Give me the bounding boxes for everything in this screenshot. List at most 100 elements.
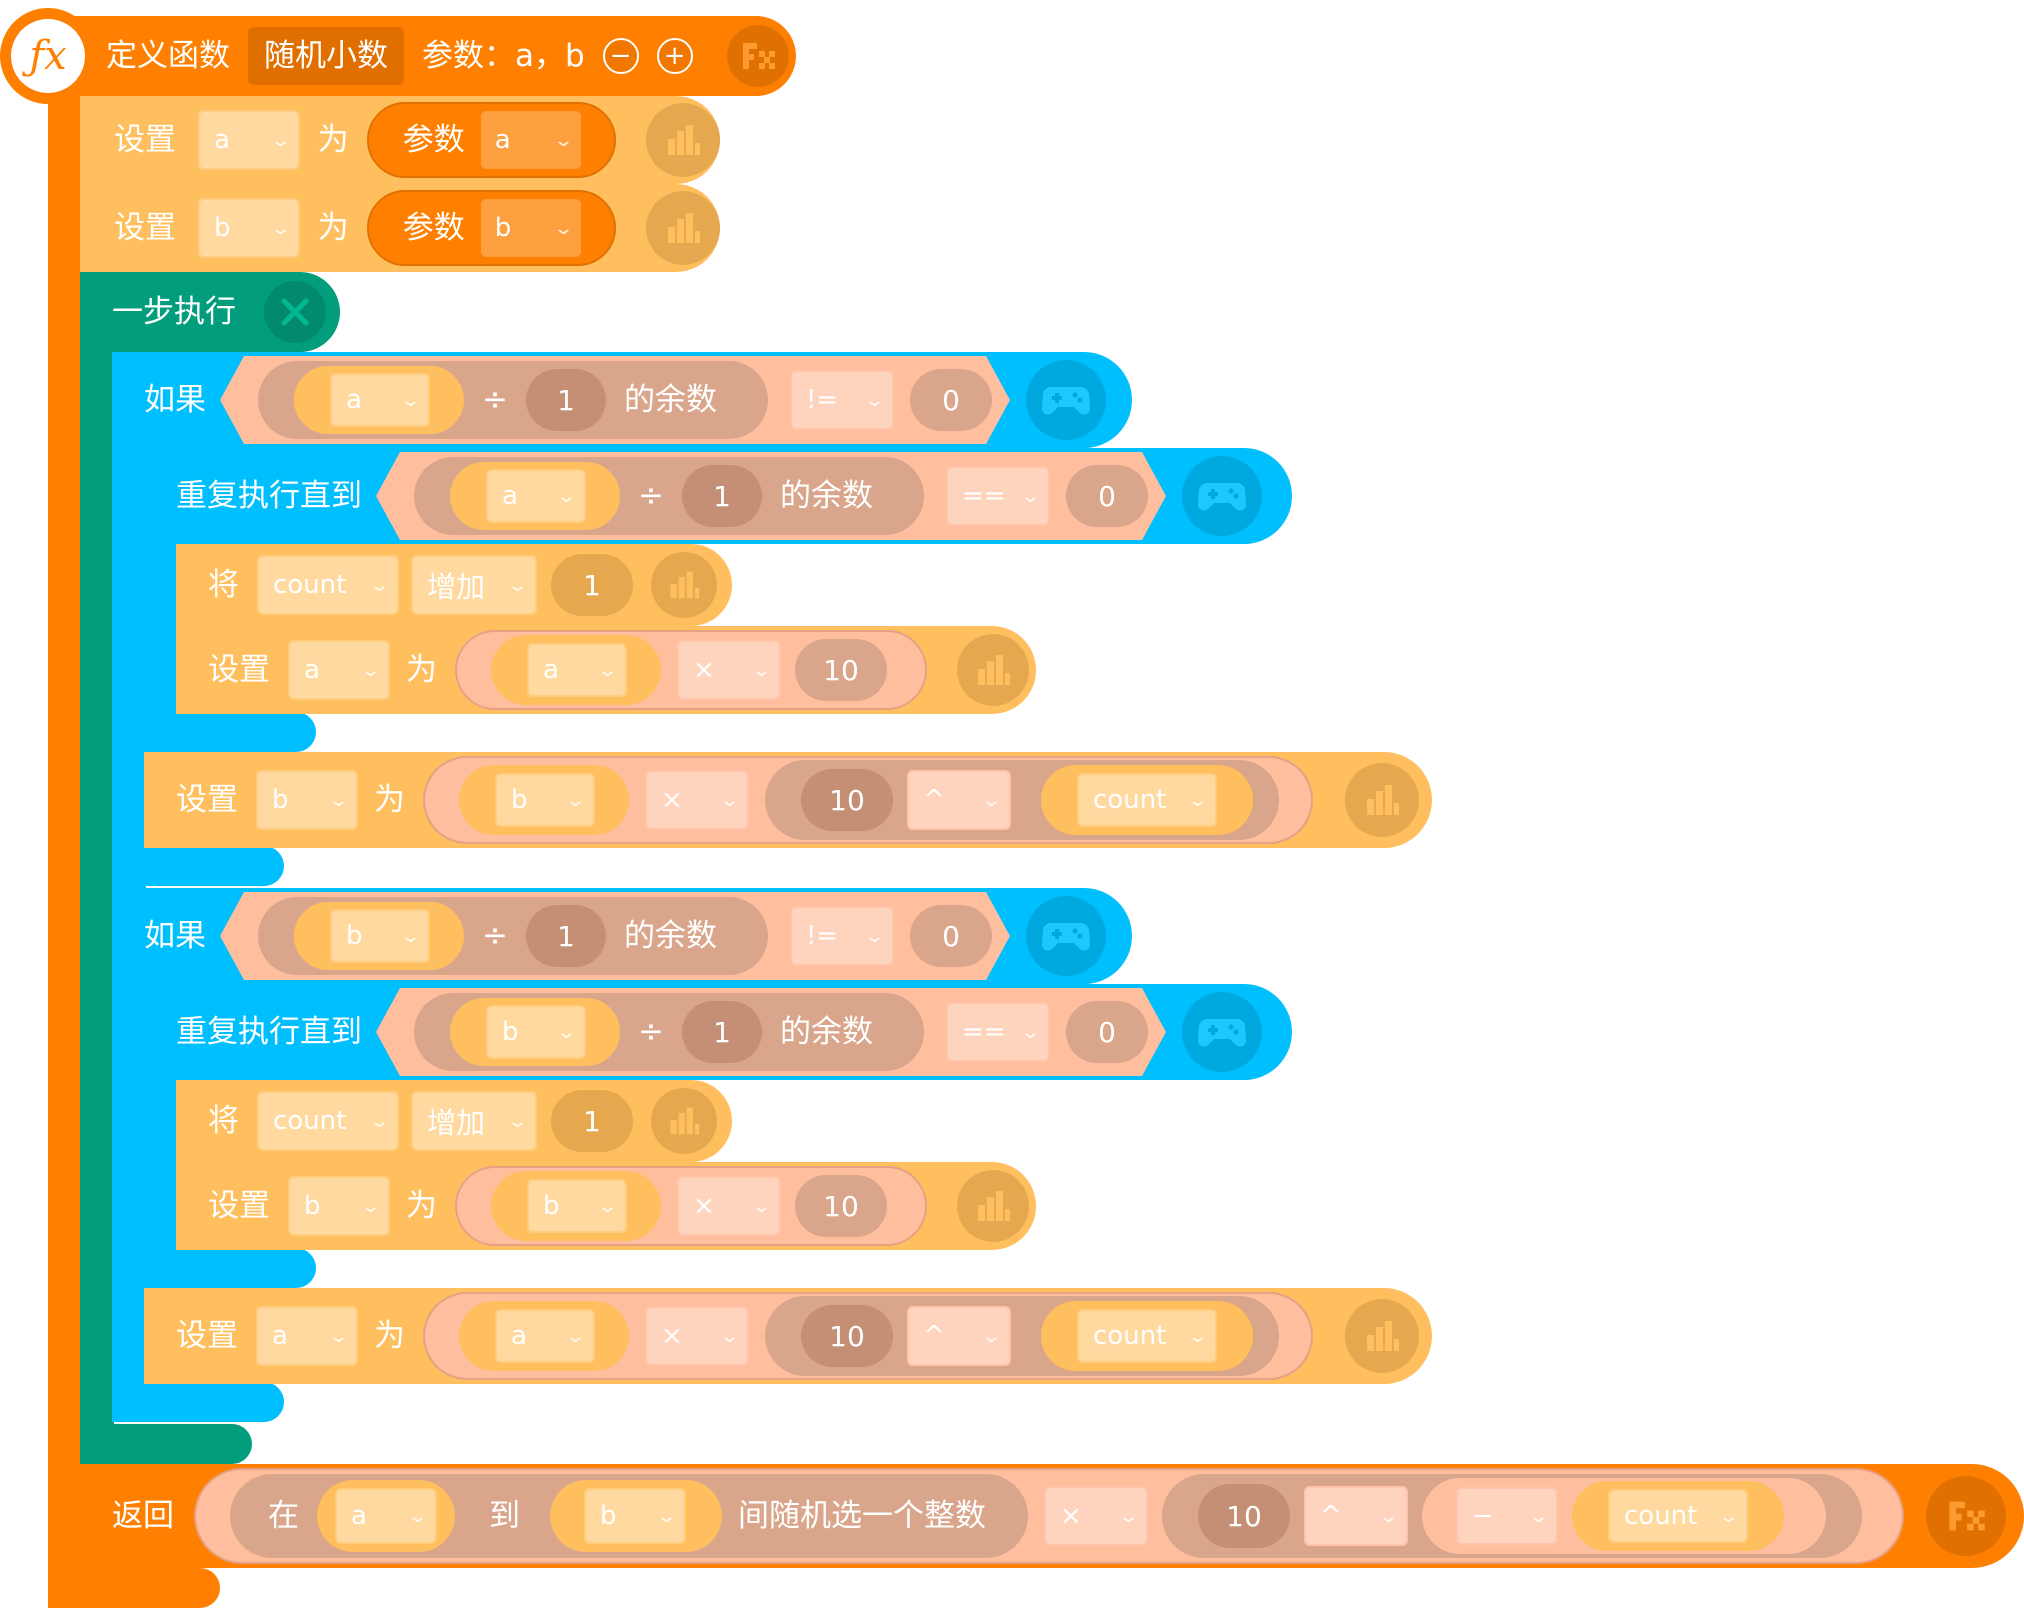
var-reporter[interactable]: a⌄ (317, 1480, 455, 1552)
operator-dropdown[interactable]: ^⌄ (1304, 1486, 1408, 1546)
number-input[interactable]: 1 (682, 465, 762, 527)
repeat-until-block-1[interactable]: 重复执行直到 a⌄ ÷ 1 的余数 ==⌄ 0 (144, 448, 1292, 544)
arithmetic-reporter[interactable]: a⌄ ×⌄ 10 (455, 630, 927, 710)
change-op-dropdown[interactable]: 增加⌄ (411, 555, 537, 615)
var-reporter[interactable]: b⌄ (550, 1480, 722, 1552)
function-name-field[interactable]: 随机小数 (248, 27, 404, 85)
number-input[interactable]: 1 (551, 1090, 633, 1152)
number-input[interactable]: 0 (1066, 1001, 1148, 1063)
number-input[interactable]: 0 (1066, 465, 1148, 527)
negate-reporter[interactable]: −⌄ count⌄ (1422, 1478, 1826, 1554)
var-reporter[interactable]: a⌄ (450, 462, 620, 530)
operator-dropdown[interactable]: ^⌄ (907, 770, 1011, 830)
compare-condition[interactable]: b⌄ ÷ 1 的余数 ==⌄ 0 (376, 988, 1166, 1076)
number-input[interactable]: 10 (801, 769, 893, 831)
change-count-block-1[interactable]: 将 count⌄ 增加⌄ 1 (176, 544, 732, 626)
param-reporter[interactable]: 参数 a⌄ (366, 102, 617, 178)
negate-dropdown[interactable]: −⌄ (1456, 1487, 1558, 1545)
compare-condition[interactable]: a⌄ ÷ 1 的余数 ==⌄ 0 (376, 452, 1166, 540)
operator-dropdown[interactable]: ×⌄ (677, 640, 781, 700)
var-dropdown[interactable]: b⌄ (584, 1488, 686, 1544)
var-dropdown[interactable]: b⌄ (256, 770, 358, 830)
arithmetic-reporter[interactable]: a⌄ ×⌄ 10 ^⌄ count⌄ (423, 1292, 1313, 1380)
operator-dropdown[interactable]: ==⌄ (946, 466, 1050, 526)
var-reporter[interactable]: count⌄ (1572, 1481, 1784, 1551)
var-reporter[interactable]: a⌄ (459, 1301, 629, 1371)
var-reporter[interactable]: b⌄ (450, 998, 620, 1066)
number-input[interactable]: 10 (1198, 1484, 1290, 1548)
operator-dropdown[interactable]: ==⌄ (946, 1002, 1050, 1062)
param-dropdown[interactable]: b⌄ (480, 199, 581, 257)
var-dropdown[interactable]: a⌄ (198, 110, 300, 170)
arithmetic-reporter[interactable]: b⌄ ×⌄ 10 (455, 1166, 927, 1246)
var-reporter[interactable]: count⌄ (1041, 765, 1253, 835)
var-reporter[interactable]: a⌄ (491, 635, 661, 705)
number-input[interactable]: 10 (795, 639, 887, 701)
var-dropdown[interactable]: a⌄ (288, 640, 390, 700)
set-var-multiply-block-2[interactable]: 设置 b⌄ 为 b⌄ ×⌄ 10 (176, 1162, 1036, 1250)
operator-dropdown[interactable]: ×⌄ (677, 1176, 781, 1236)
var-reporter[interactable]: count⌄ (1041, 1301, 1253, 1371)
set-b-block[interactable]: 设置 b⌄ 为 参数 b⌄ (80, 184, 720, 272)
return-block[interactable]: 返回 在 a⌄ 到 b⌄ 间随机选一个整数 ×⌄ 10 ^⌄ −⌄ (80, 1464, 2024, 1568)
var-dropdown[interactable]: count⌄ (1608, 1489, 1748, 1543)
var-dropdown[interactable]: a⌄ (495, 1309, 595, 1363)
number-input[interactable]: 0 (910, 369, 992, 431)
operator-dropdown[interactable]: ×⌄ (645, 1306, 749, 1366)
number-input[interactable]: 1 (526, 369, 606, 431)
var-dropdown[interactable]: b⌄ (495, 773, 595, 827)
operator-dropdown[interactable]: ×⌄ (1044, 1486, 1148, 1546)
random-int-reporter[interactable]: 在 a⌄ 到 b⌄ 间随机选一个整数 (230, 1474, 1028, 1558)
compare-condition[interactable]: b⌄ ÷ 1 的余数 !=⌄ 0 (220, 892, 1010, 980)
var-dropdown[interactable]: a⌄ (256, 1306, 358, 1366)
if-block-1[interactable]: 如果 a⌄ ÷ 1 的余数 !=⌄ 0 (112, 352, 1132, 448)
set-var-power-block-1[interactable]: 设置 b⌄ 为 b⌄ ×⌄ 10 ^⌄ count⌄ (144, 752, 1432, 848)
var-dropdown[interactable]: b⌄ (486, 1005, 586, 1059)
var-dropdown[interactable]: count⌄ (1077, 1309, 1217, 1363)
var-dropdown[interactable]: b⌄ (527, 1179, 627, 1233)
operator-dropdown[interactable]: !=⌄ (790, 370, 894, 430)
var-dropdown[interactable]: b⌄ (288, 1176, 390, 1236)
var-dropdown[interactable]: a⌄ (486, 469, 586, 523)
var-dropdown[interactable]: count⌄ (257, 555, 399, 615)
var-dropdown[interactable]: b⌄ (330, 909, 430, 963)
var-reporter[interactable]: b⌄ (459, 765, 629, 835)
operator-dropdown[interactable]: !=⌄ (790, 906, 894, 966)
set-a-block[interactable]: 设置 a⌄ 为 参数 a⌄ (80, 96, 720, 184)
define-function-block[interactable]: 定义函数 随机小数 参数：a，b − + (40, 16, 796, 96)
change-count-block-2[interactable]: 将 count⌄ 增加⌄ 1 (176, 1080, 732, 1162)
repeat-until-block-2[interactable]: 重复执行直到 b⌄ ÷ 1 的余数 ==⌄ 0 (144, 984, 1292, 1080)
remove-param-button[interactable]: − (602, 38, 639, 74)
step-execute-block[interactable]: 一步执行 (80, 272, 340, 352)
modulo-reporter[interactable]: b⌄ ÷ 1 的余数 (258, 897, 768, 975)
set-var-power-block-2[interactable]: 设置 a⌄ 为 a⌄ ×⌄ 10 ^⌄ count⌄ (144, 1288, 1432, 1384)
var-dropdown[interactable]: a⌄ (527, 643, 627, 697)
add-param-button[interactable]: + (656, 38, 693, 74)
arithmetic-reporter[interactable]: b⌄ ×⌄ 10 ^⌄ count⌄ (423, 756, 1313, 844)
param-dropdown[interactable]: a⌄ (480, 111, 581, 169)
modulo-reporter[interactable]: b⌄ ÷ 1 的余数 (414, 993, 924, 1071)
var-dropdown[interactable]: count⌄ (1077, 773, 1217, 827)
power-reporter[interactable]: 10 ^⌄ count⌄ (765, 1296, 1279, 1376)
number-input[interactable]: 0 (910, 905, 992, 967)
change-op-dropdown[interactable]: 增加⌄ (411, 1091, 537, 1151)
number-input[interactable]: 1 (526, 905, 606, 967)
power-reporter[interactable]: 10 ^⌄ −⌄ count⌄ (1162, 1474, 1862, 1558)
set-var-multiply-block-1[interactable]: 设置 a⌄ 为 a⌄ ×⌄ 10 (176, 626, 1036, 714)
number-input[interactable]: 1 (551, 554, 633, 616)
var-dropdown[interactable]: a⌄ (335, 1488, 437, 1544)
power-reporter[interactable]: 10 ^⌄ count⌄ (765, 760, 1279, 840)
param-reporter[interactable]: 参数 b⌄ (366, 190, 617, 266)
return-expression[interactable]: 在 a⌄ 到 b⌄ 间随机选一个整数 ×⌄ 10 ^⌄ −⌄ (194, 1468, 1904, 1564)
var-dropdown[interactable]: a⌄ (330, 373, 430, 427)
var-reporter[interactable]: b⌄ (294, 902, 464, 970)
var-reporter[interactable]: b⌄ (491, 1171, 661, 1241)
if-block-2[interactable]: 如果 b⌄ ÷ 1 的余数 !=⌄ 0 (112, 888, 1132, 984)
operator-dropdown[interactable]: ^⌄ (907, 1306, 1011, 1366)
modulo-reporter[interactable]: a⌄ ÷ 1 的余数 (414, 457, 924, 535)
number-input[interactable]: 1 (682, 1001, 762, 1063)
var-dropdown[interactable]: count⌄ (257, 1091, 399, 1151)
var-reporter[interactable]: a⌄ (294, 366, 464, 434)
number-input[interactable]: 10 (801, 1305, 893, 1367)
compare-condition[interactable]: a⌄ ÷ 1 的余数 !=⌄ 0 (220, 356, 1010, 444)
